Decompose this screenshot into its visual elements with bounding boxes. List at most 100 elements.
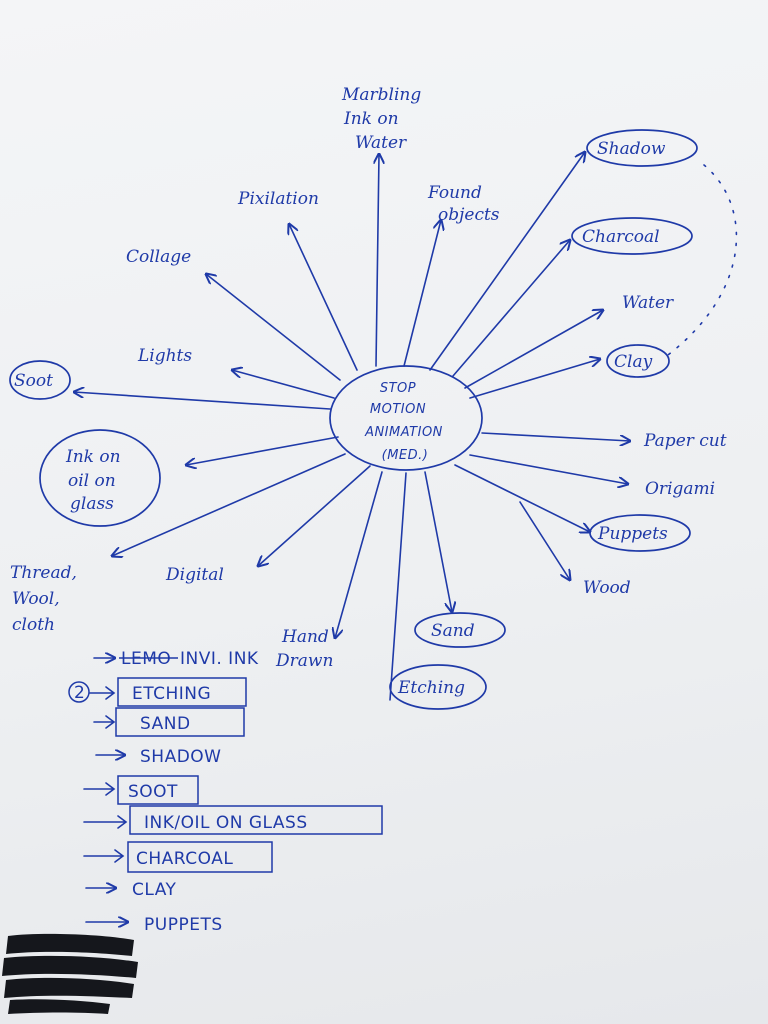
- label-inkoil-2: oil on: [68, 471, 116, 491]
- label-puppets: Puppets: [597, 524, 668, 544]
- list-arrow-bold: [93, 715, 116, 729]
- list-box: [115, 707, 245, 737]
- marker-redaction: [2, 933, 138, 1014]
- arrow-sand: [424, 471, 452, 612]
- label-paper-cut: Paper cut: [643, 431, 727, 451]
- label-inkoil-1: Ink on: [65, 447, 121, 467]
- list-item-text: PUPPETS: [144, 915, 223, 935]
- label-found-2: objects: [438, 205, 500, 225]
- dotted-link-shadow-clay: [667, 164, 738, 356]
- list-item-text: ETCHING: [132, 684, 211, 704]
- list-item-text: SOOT: [128, 782, 178, 802]
- circle-ink-oil-glass: [39, 429, 161, 527]
- list-item-text: SAND: [140, 714, 191, 734]
- label-hand-drawn-2: Drawn: [275, 651, 333, 671]
- list-item-text: INVI. INK: [180, 649, 259, 669]
- circle-sand: [414, 612, 506, 648]
- label-thread-3: cloth: [12, 615, 55, 635]
- list-item: SAND: [93, 707, 245, 737]
- list-box: [129, 805, 383, 835]
- arrow-marbling: [376, 154, 379, 367]
- label-digital: Digital: [165, 565, 224, 585]
- list-arrow-bold: [83, 782, 116, 796]
- arrow-wood: [519, 501, 570, 580]
- label-thread-1: Thread,: [10, 563, 77, 583]
- circle-etching: [389, 664, 487, 710]
- label-inkoil-3: glass: [70, 494, 114, 514]
- arrow-paper-cut: [481, 432, 630, 441]
- label-charcoal: Charcoal: [582, 227, 660, 247]
- arrow-lights: [232, 370, 335, 399]
- label-hand-drawn-1: Hand: [281, 627, 329, 647]
- center-line-4: (MED.): [382, 448, 429, 463]
- list-item: SOOT: [83, 775, 199, 805]
- arrow-origami: [469, 454, 628, 484]
- arrow-ink-oil-glass: [186, 436, 339, 465]
- list-arrow-bold: [83, 815, 128, 829]
- arrow-shadow: [429, 152, 585, 371]
- label-etching: Etching: [397, 678, 465, 698]
- label-wood: Wood: [583, 578, 631, 598]
- circle-shadow: [586, 129, 698, 167]
- center-node-label: STOP MOTION ANIMATION (MED.): [364, 381, 443, 463]
- label-origami: Origami: [645, 479, 715, 499]
- list-item: PUPPETS: [85, 915, 223, 935]
- label-sand: Sand: [431, 621, 475, 641]
- list-box: [117, 775, 199, 805]
- list-item: 2 ETCHING: [68, 677, 247, 707]
- media-list: LEMO INVI. INK 2 ETCHING SAND SHAD: [68, 649, 383, 935]
- list-item-text: CLAY: [132, 880, 177, 900]
- label-found-1: Found: [427, 183, 482, 203]
- center-line-2: MOTION: [370, 402, 426, 417]
- arrow-pixilation: [289, 224, 358, 371]
- label-collage: Collage: [126, 247, 191, 267]
- circle-charcoal: [571, 217, 693, 255]
- list-item: CLAY: [85, 880, 177, 900]
- label-shadow: Shadow: [597, 139, 666, 159]
- label-water: Water: [622, 293, 674, 313]
- list-item-text: INK/OIL ON GLASS: [144, 813, 308, 833]
- label-marbling-3: Water: [355, 133, 407, 153]
- list-box: [117, 677, 247, 707]
- center-line-3: ANIMATION: [364, 425, 443, 440]
- arrow-thread: [112, 453, 346, 556]
- number-circle: [68, 681, 90, 703]
- list-arrow-bold: [89, 686, 116, 700]
- arrow-clay: [469, 359, 600, 399]
- list-box: [127, 841, 273, 873]
- arrow-water: [464, 310, 603, 389]
- branch-arrows: [74, 152, 630, 701]
- arrow-charcoal: [452, 240, 570, 377]
- list-item: INK/OIL ON GLASS: [83, 805, 383, 835]
- arrow-etching: [389, 472, 407, 701]
- label-pixilation: Pixilation: [237, 189, 319, 209]
- list-item-text: SHADOW: [140, 747, 221, 767]
- circle-clay: [606, 344, 670, 378]
- list-item: SHADOW: [95, 747, 221, 767]
- list-struck-text: LEMO: [121, 649, 171, 669]
- label-marbling-2: Ink on: [343, 109, 399, 129]
- list-item: LEMO INVI. INK: [93, 649, 259, 669]
- list-number: 2: [74, 683, 85, 703]
- label-clay: Clay: [614, 352, 653, 372]
- center-node-outline: [329, 365, 483, 471]
- label-lights: Lights: [137, 346, 192, 366]
- arrow-found-objects: [403, 220, 441, 367]
- label-soot: Soot: [14, 371, 53, 391]
- label-marbling-1: Marbling: [341, 85, 421, 105]
- arrow-soot: [74, 392, 331, 410]
- list-arrow-bold: [83, 849, 125, 863]
- branch-labels: Marbling Ink on Water Pixilation Found o…: [9, 85, 727, 710]
- center-line-1: STOP: [380, 381, 416, 396]
- arrow-digital: [258, 465, 371, 566]
- list-item-text: CHARCOAL: [136, 849, 233, 869]
- circle-puppets: [589, 514, 691, 552]
- label-thread-2: Wool,: [12, 589, 60, 609]
- arrow-puppets: [454, 464, 590, 532]
- circle-soot: [9, 360, 71, 400]
- list-item: CHARCOAL: [83, 841, 273, 873]
- arrow-collage: [206, 274, 341, 381]
- arrow-hand-drawn: [335, 471, 383, 638]
